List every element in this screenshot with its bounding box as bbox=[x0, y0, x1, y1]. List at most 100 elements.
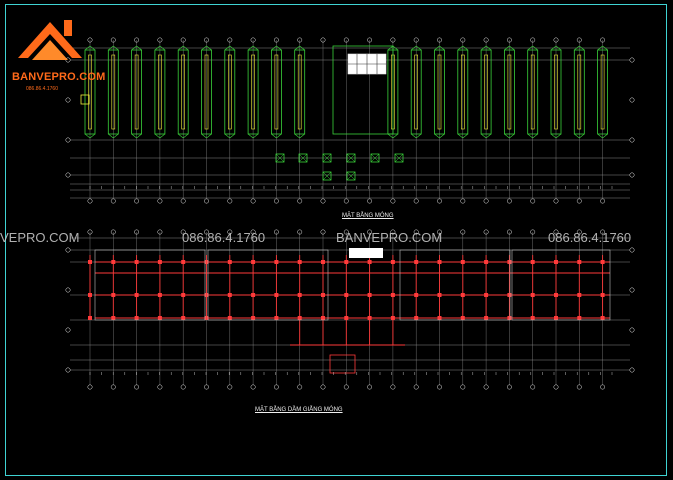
footing-edge bbox=[392, 133, 399, 139]
watermark-phone-right: 086.86.4.1760 bbox=[548, 230, 632, 245]
grid-bubble bbox=[297, 198, 303, 204]
grid-bubble bbox=[250, 229, 256, 235]
grid-bubble bbox=[437, 229, 442, 235]
strip-footing bbox=[294, 49, 306, 135]
isolated-footing bbox=[394, 153, 404, 163]
column-node bbox=[437, 293, 442, 297]
column-node bbox=[274, 316, 279, 320]
footing-edge bbox=[276, 133, 282, 139]
house-roof-icon bbox=[18, 20, 82, 60]
grid-bubble bbox=[157, 384, 163, 390]
column-strip bbox=[507, 54, 512, 130]
grid-bubble bbox=[65, 287, 71, 293]
footing-edge bbox=[434, 45, 440, 51]
isolated-footing bbox=[370, 153, 380, 163]
column-node bbox=[577, 293, 582, 297]
grid-bubble bbox=[553, 198, 559, 204]
column-node bbox=[507, 260, 512, 264]
column-node bbox=[204, 260, 209, 264]
column-node bbox=[344, 260, 349, 264]
grid-bubble bbox=[343, 384, 349, 390]
grid-bubble bbox=[413, 37, 419, 43]
grid-bubble bbox=[413, 229, 419, 235]
footing-edge bbox=[113, 133, 119, 139]
column-strip bbox=[158, 54, 162, 130]
logo-text: BANVEPRO.COM bbox=[12, 71, 106, 83]
column-strip bbox=[134, 54, 139, 130]
footing-edge bbox=[159, 133, 166, 139]
grid-bubble bbox=[600, 198, 606, 204]
grid-bubble bbox=[320, 384, 326, 390]
grid-bubble bbox=[297, 229, 303, 235]
column-node bbox=[437, 260, 442, 264]
grid-bubble bbox=[390, 384, 396, 390]
footing-edge bbox=[532, 45, 538, 51]
strip-footing bbox=[154, 49, 166, 135]
footing-edge bbox=[271, 133, 277, 139]
footing-edge bbox=[504, 133, 510, 139]
column-node bbox=[530, 293, 535, 297]
logo-phone: 086.86.4.1760 bbox=[26, 86, 58, 92]
grid-bubble bbox=[343, 229, 349, 235]
column-strip bbox=[251, 54, 255, 130]
column-node bbox=[460, 260, 465, 264]
grid-bubble bbox=[530, 198, 536, 204]
grid-bubble bbox=[483, 198, 489, 204]
grid-bubble bbox=[629, 367, 635, 373]
brand-logo bbox=[10, 8, 102, 104]
grid-bubble bbox=[204, 198, 209, 204]
footing-edge bbox=[113, 45, 119, 51]
footing-diagonal bbox=[322, 153, 332, 163]
grid-bubble bbox=[367, 37, 373, 43]
unit-outline bbox=[399, 249, 511, 321]
grid-bubble bbox=[65, 172, 71, 178]
grid-bubble bbox=[227, 37, 233, 43]
strip-footing bbox=[270, 49, 282, 135]
column-node bbox=[204, 316, 209, 320]
footing-edge bbox=[579, 45, 585, 51]
grid-bubble bbox=[297, 384, 303, 390]
column-strip bbox=[530, 54, 535, 130]
grid-bubble bbox=[110, 384, 116, 390]
grid-bubble bbox=[87, 37, 93, 43]
column-marker bbox=[80, 94, 90, 105]
grid-bubble bbox=[600, 384, 606, 390]
column-node bbox=[134, 316, 139, 320]
unit-outline bbox=[94, 249, 206, 321]
column-node bbox=[274, 293, 279, 297]
strip-footing bbox=[550, 49, 562, 135]
footing-edge bbox=[252, 45, 259, 51]
footing-edge bbox=[602, 45, 608, 51]
footing-edge bbox=[154, 45, 161, 51]
grid-bubble bbox=[87, 229, 93, 235]
footing-edge bbox=[574, 45, 580, 51]
footing-edge bbox=[532, 133, 538, 139]
grid-bubble bbox=[180, 384, 186, 390]
footing-edge bbox=[229, 133, 235, 139]
strip-footing bbox=[480, 49, 492, 135]
grid-bubble bbox=[367, 198, 373, 204]
footing-edge bbox=[462, 45, 468, 51]
column-node bbox=[321, 316, 325, 320]
footing-edge bbox=[457, 45, 463, 51]
footing-edge bbox=[89, 133, 96, 139]
footing-edge bbox=[89, 45, 96, 51]
column-node bbox=[321, 260, 325, 264]
column-node bbox=[134, 293, 139, 297]
column-node bbox=[157, 260, 162, 264]
strip-footing bbox=[84, 49, 96, 135]
strip-footing bbox=[457, 49, 469, 135]
footing-edge bbox=[550, 133, 557, 139]
watermark-url-center: BANVEPRO.COM bbox=[336, 230, 443, 245]
column-strip bbox=[228, 54, 232, 130]
footing-edge bbox=[597, 45, 603, 51]
footing-edge bbox=[480, 45, 487, 51]
grid-bubble bbox=[460, 229, 466, 235]
strip-footing bbox=[177, 49, 189, 135]
grid-bubble bbox=[180, 37, 186, 43]
grid-bubble bbox=[367, 229, 373, 235]
column-node bbox=[484, 260, 489, 264]
footing-edge bbox=[229, 45, 235, 51]
grid-bubble bbox=[204, 229, 209, 235]
column-node bbox=[367, 260, 372, 264]
